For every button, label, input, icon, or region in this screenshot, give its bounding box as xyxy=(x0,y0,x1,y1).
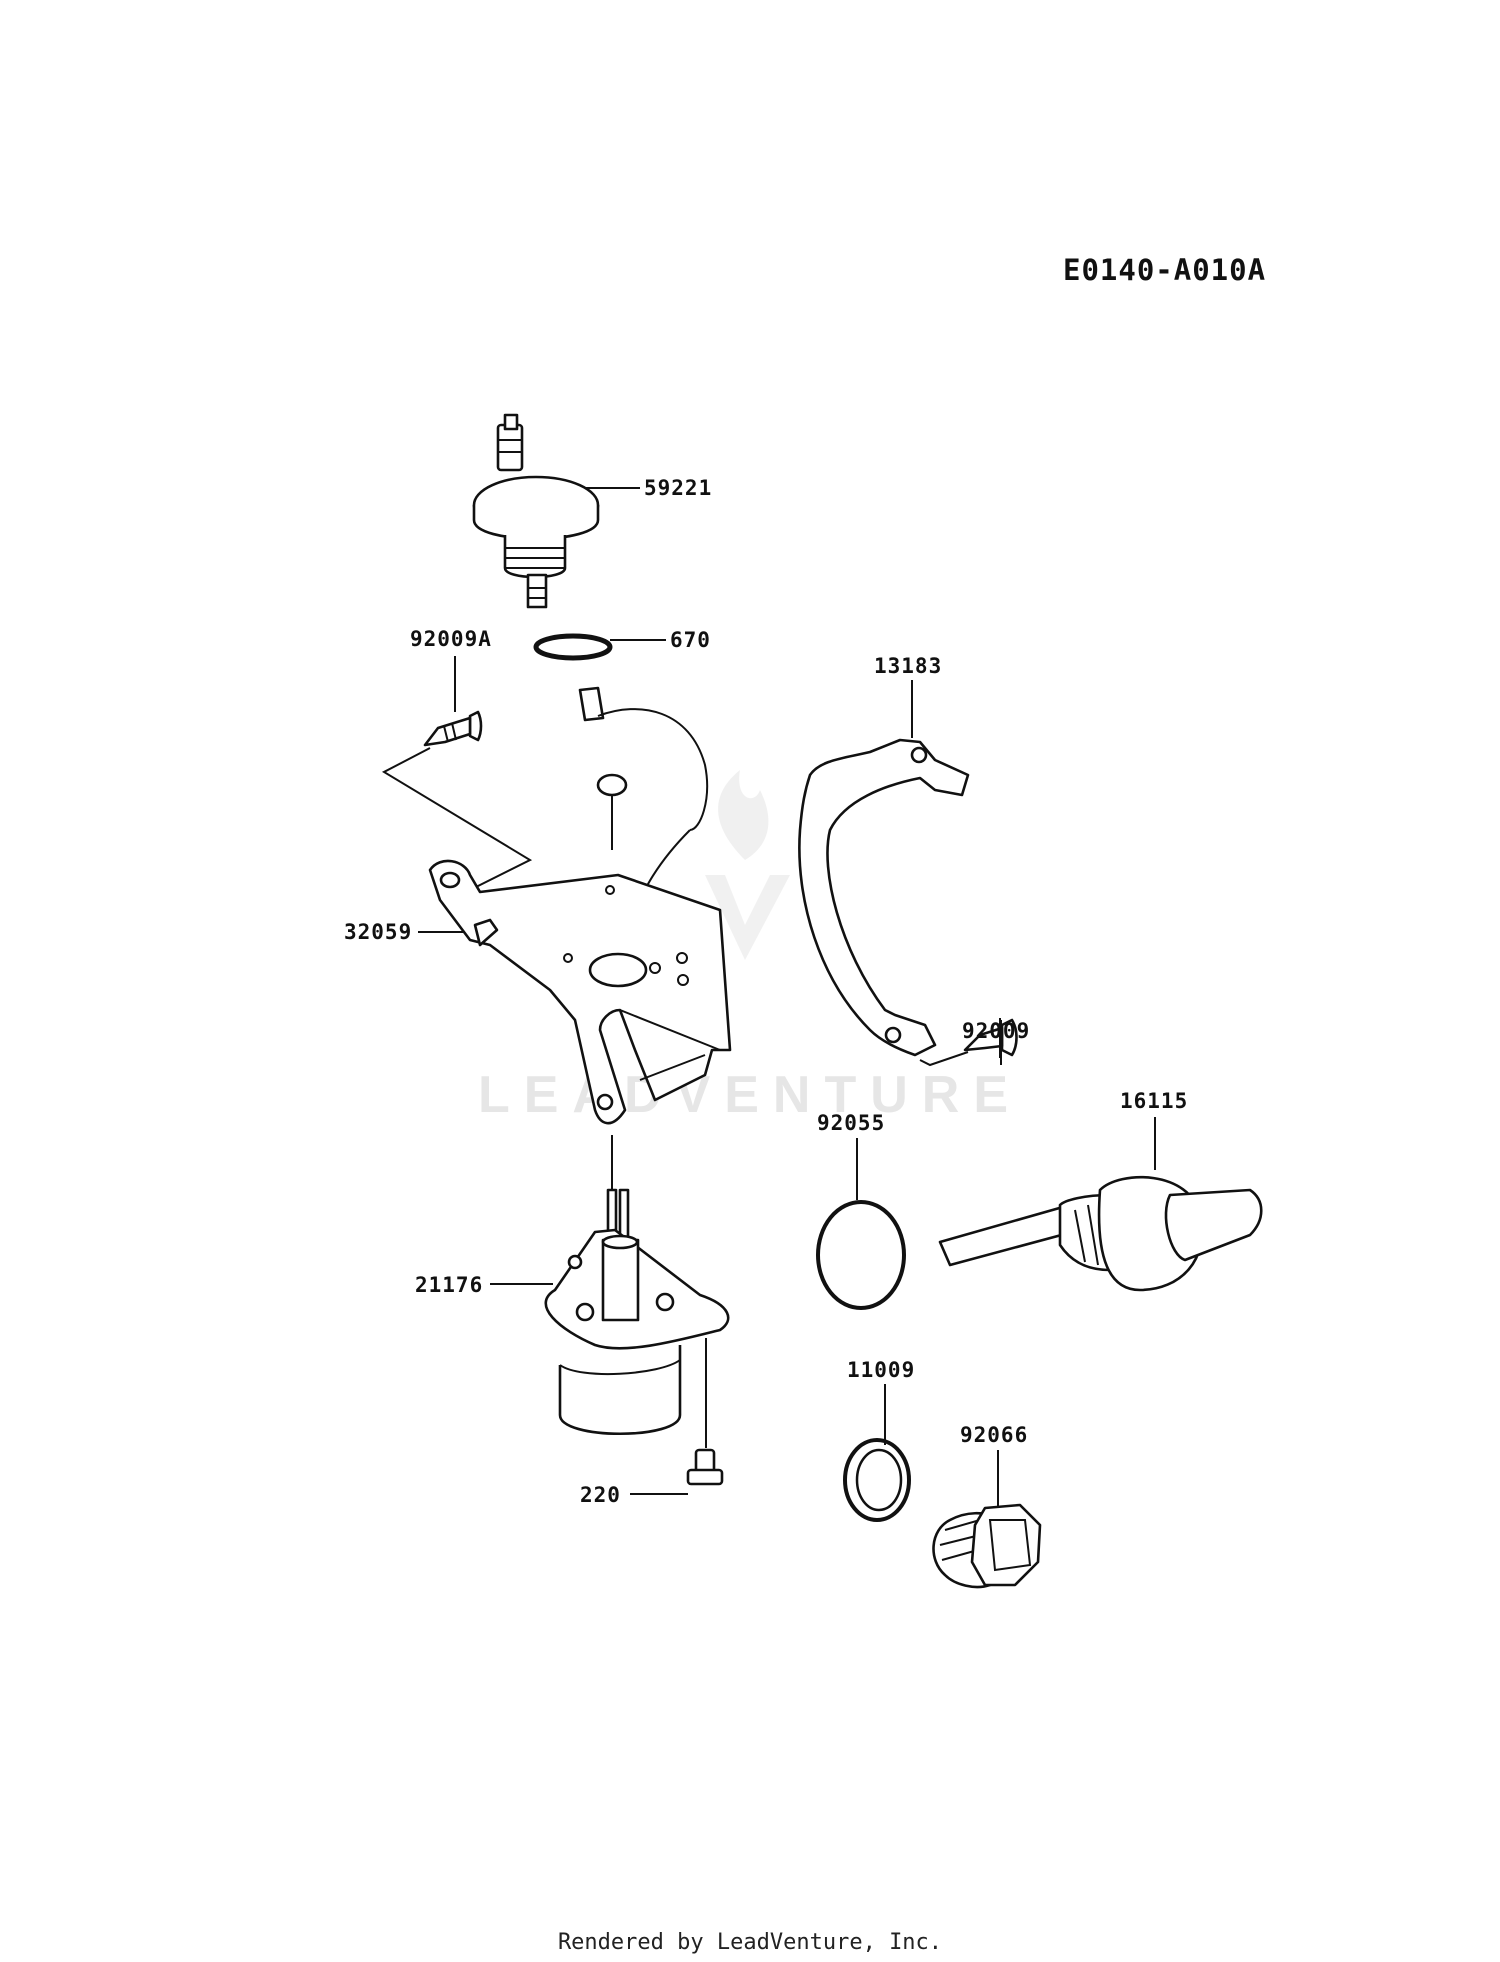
screw-92009-part[interactable] xyxy=(963,1018,1018,1057)
label-13183: 13183 xyxy=(874,654,942,678)
label-32059: 32059 xyxy=(344,920,412,944)
drain-plug-part[interactable] xyxy=(932,1503,1042,1589)
footer-credit: Rendered by LeadVenture, Inc. xyxy=(558,1930,942,1955)
label-16115: 16115 xyxy=(1120,1089,1188,1113)
label-21176: 21176 xyxy=(415,1273,483,1297)
washer-part[interactable] xyxy=(843,1438,911,1522)
clamp-part[interactable] xyxy=(798,738,970,1057)
bolt-220-part[interactable] xyxy=(686,1448,724,1486)
oil-switch-part[interactable] xyxy=(544,1188,730,1436)
screw-92009A-part[interactable] xyxy=(423,710,483,747)
label-670: 670 xyxy=(670,628,711,652)
watermark-text: LEADVENTURE xyxy=(478,1066,1022,1124)
fitting-part[interactable] xyxy=(472,413,600,609)
label-92055: 92055 xyxy=(817,1111,885,1135)
diagram-code: E0140-A010A xyxy=(1063,253,1266,287)
label-92066: 92066 xyxy=(960,1423,1028,1447)
label-59221: 59221 xyxy=(644,476,712,500)
label-11009: 11009 xyxy=(847,1358,915,1382)
o-ring-large-part[interactable] xyxy=(816,1200,906,1310)
label-220: 220 xyxy=(580,1483,621,1507)
label-92009: 92009 xyxy=(962,1019,1030,1043)
o-ring-part[interactable] xyxy=(533,633,613,661)
label-92009A: 92009A xyxy=(410,627,492,651)
dipstick-part[interactable] xyxy=(938,1175,1263,1292)
bracket-part[interactable] xyxy=(428,859,732,1125)
leadventure-watermark-logo xyxy=(705,770,790,960)
